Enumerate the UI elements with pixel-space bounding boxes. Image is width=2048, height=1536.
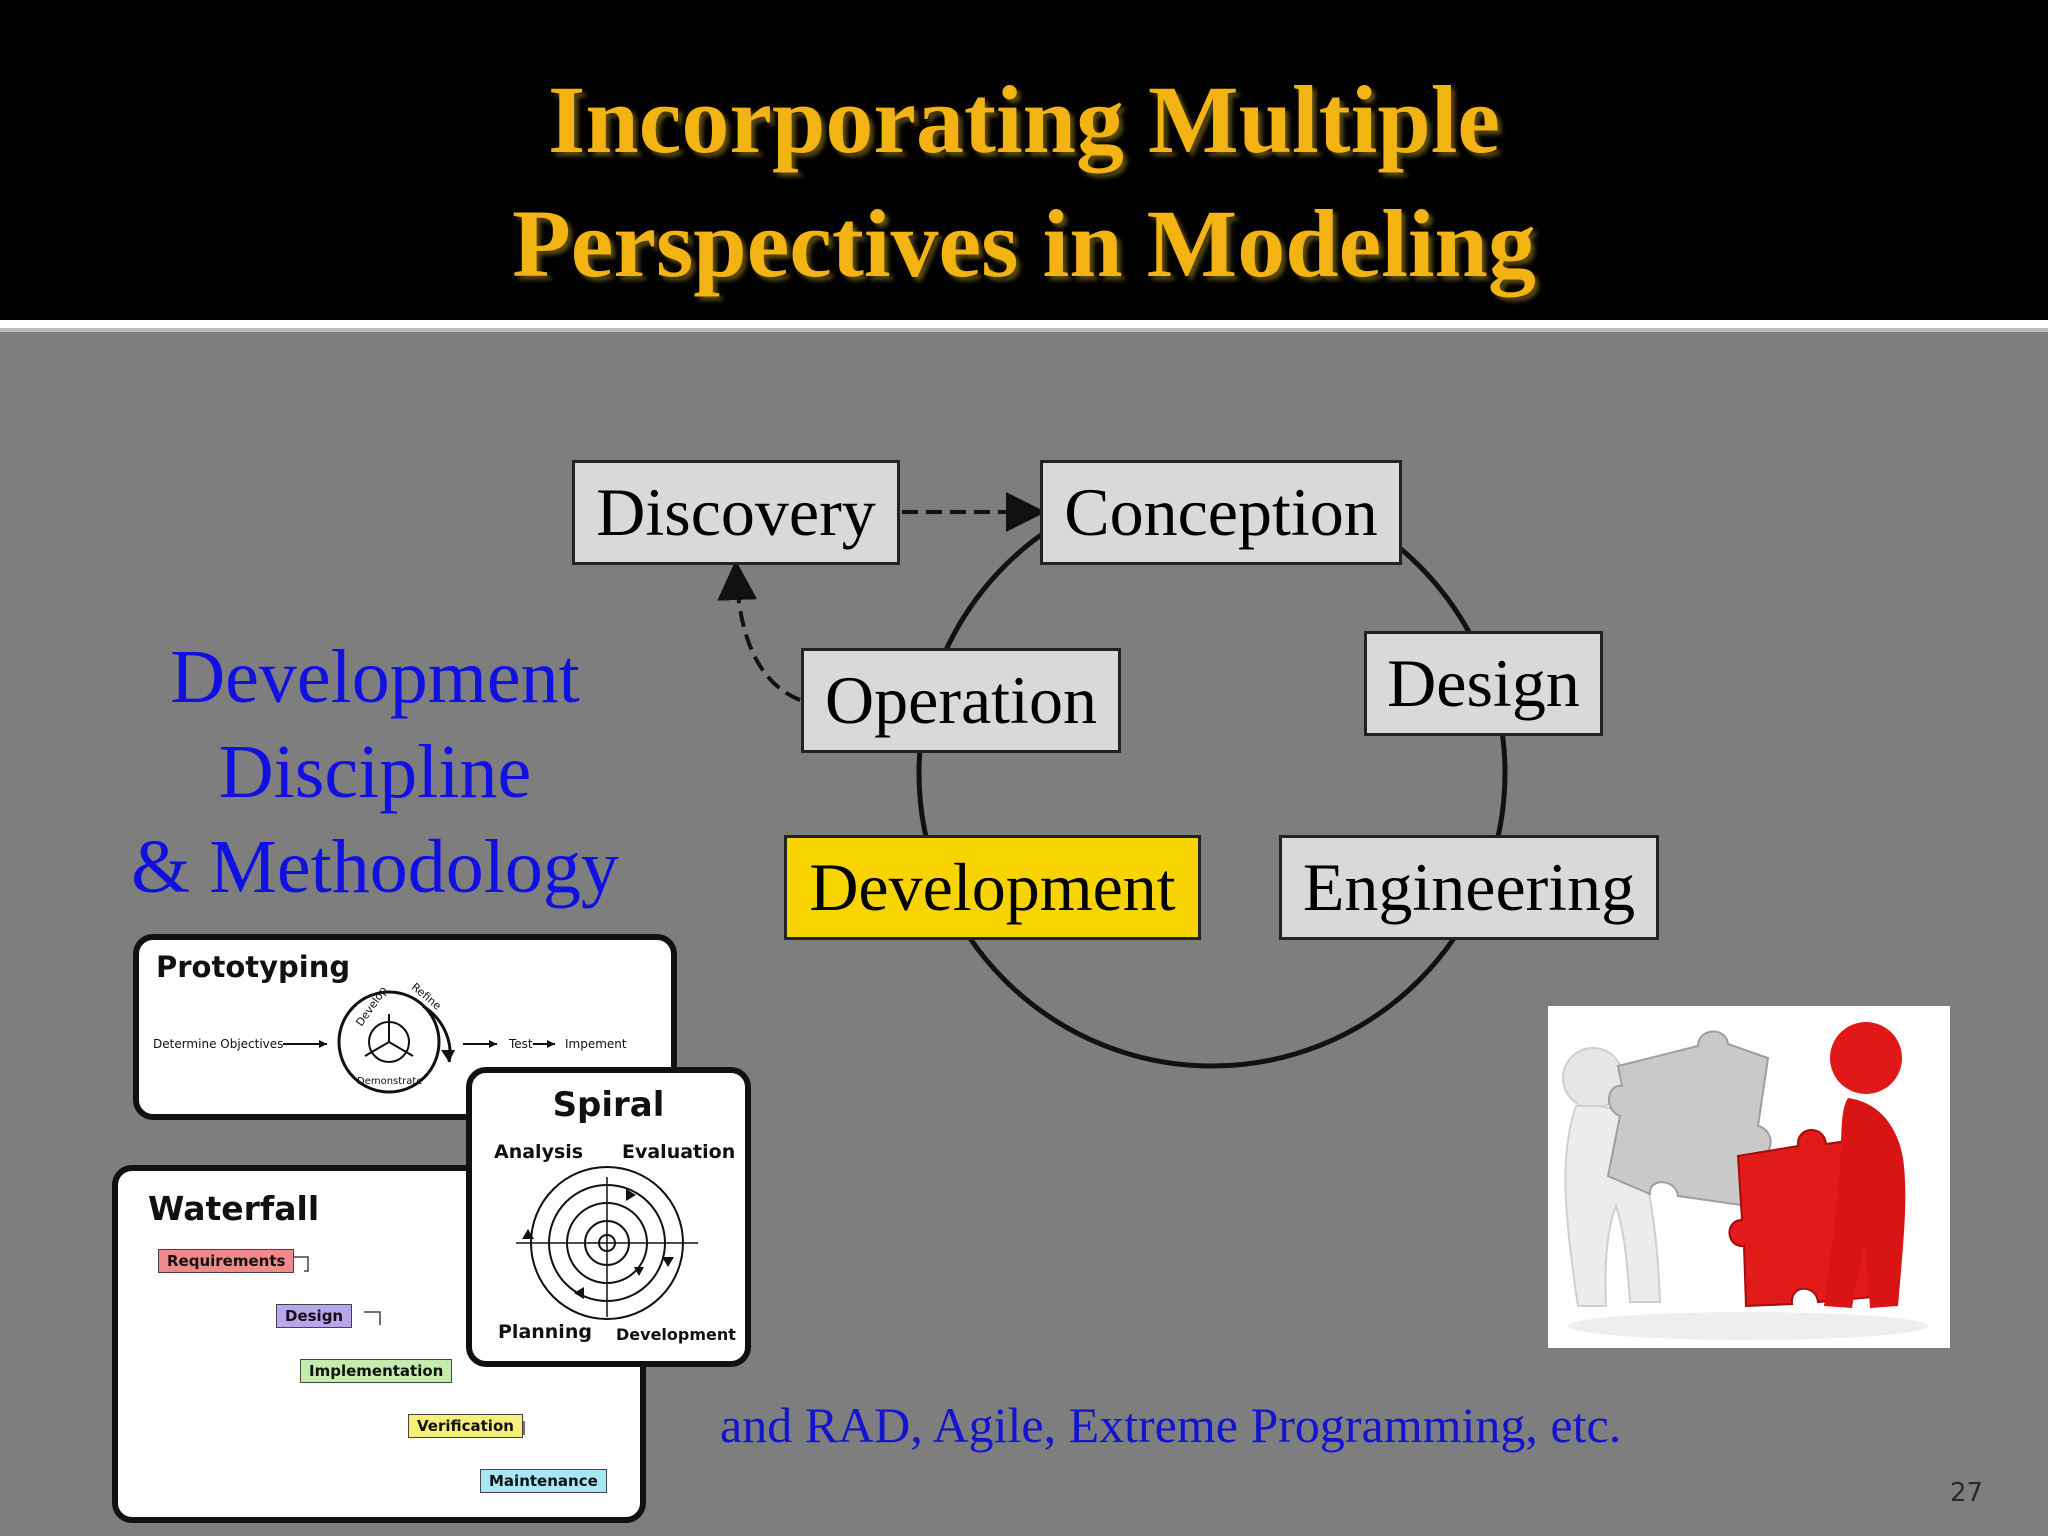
puzzle-people-image [1548,1006,1950,1348]
prototyping-card: Prototyping Determine Objectives Develop… [133,934,677,1120]
other-methodologies-note: and RAD, Agile, Extreme Programming, etc… [720,1397,1622,1453]
page-number: 27 [1950,1478,1984,1508]
slide-title: Incorporating Multiple Perspectives in M… [0,58,2048,306]
development-box: Development [784,835,1201,940]
prototyping-demonstrate: Demonstrate [357,1076,423,1087]
methodology-heading: Development Discipline & Methodology [100,630,650,915]
title-line-1: Incorporating Multiple [548,66,1500,173]
methodology-line-1: Development [170,635,580,719]
spiral-development: Development [616,1325,736,1344]
prototyping-cycle-icon [283,990,555,1094]
cycle-circle [916,477,1508,1069]
waterfall-card: Waterfall Requirements Design Implementa… [112,1165,646,1523]
waterfall-title: Waterfall [148,1189,320,1228]
waterfall-step-verification: Verification [408,1414,523,1438]
waterfall-step-implementation: Implementation [300,1359,453,1383]
operation-box: Operation [801,648,1121,753]
spiral-analysis: Analysis [494,1141,584,1163]
title-divider [0,320,2048,328]
waterfall-step-requirements: Requirements [158,1249,295,1273]
design-box: Design [1364,631,1603,736]
prototyping-determine: Determine Objectives [153,1037,284,1051]
operation-to-discovery-arrow [717,560,801,702]
title-line-2: Perspectives in Modeling [512,190,1536,297]
spiral-icon [516,1166,698,1320]
methodology-line-3: & Methodology [131,825,619,909]
title-bar [0,0,2048,320]
spiral-evaluation: Evaluation [622,1141,736,1163]
spiral-title: Spiral [552,1085,665,1125]
spiral-card: Spiral Analysis Evaluation Planning Deve… [466,1067,751,1367]
title-divider-shadow [0,328,2048,332]
waterfall-step-design: Design [276,1304,353,1328]
methodology-line-2: Discipline [218,730,532,814]
puzzle-people-icon [1562,1022,1928,1340]
spiral-planning: Planning [498,1321,592,1343]
prototyping-test: Test [509,1037,533,1051]
waterfall-step-maintenance: Maintenance [480,1469,607,1493]
engineering-box: Engineering [1279,835,1659,940]
prototyping-title: Prototyping [156,950,351,984]
prototyping-implement: Impement [565,1037,627,1051]
conception-box: Conception [1040,460,1402,565]
discovery-box: Discovery [572,460,900,565]
